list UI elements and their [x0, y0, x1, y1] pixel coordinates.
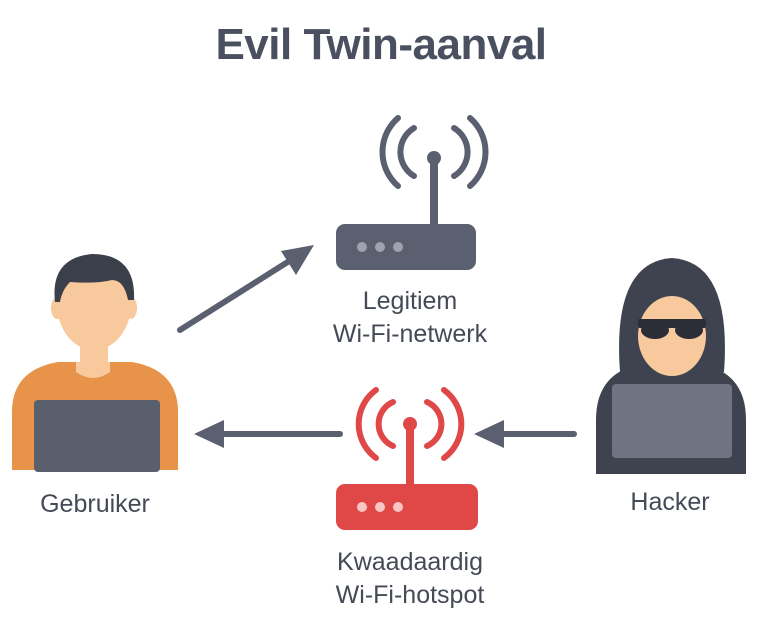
legit-network-label-line1: Legitiem: [362, 287, 458, 315]
rogue-hotspot-label: Kwaadaardig Wi-Fi-hotspot: [310, 546, 510, 612]
user-person-icon: [12, 254, 178, 472]
rogue-hotspot-label-line1: Kwaadaardig: [337, 548, 483, 576]
legit-network-label-line2: Wi-Fi-netwerk: [332, 320, 488, 348]
arrow-user-to-legit-icon: [177, 245, 314, 333]
legit-network-label: Legitiem Wi-Fi-netwerk: [320, 285, 500, 351]
legit-router-icon: [336, 115, 489, 270]
hacker-icon: [596, 258, 746, 474]
user-label: Gebruiker: [40, 490, 150, 518]
arrow-hacker-to-rogue-icon: [474, 420, 577, 448]
rogue-router-icon: [336, 387, 478, 530]
diagram-title: Evil Twin-aanval: [215, 20, 547, 69]
arrow-rogue-to-user-icon: [194, 420, 343, 448]
rogue-hotspot-label-line2: Wi-Fi-hotspot: [335, 581, 485, 609]
hacker-label: Hacker: [630, 488, 710, 516]
